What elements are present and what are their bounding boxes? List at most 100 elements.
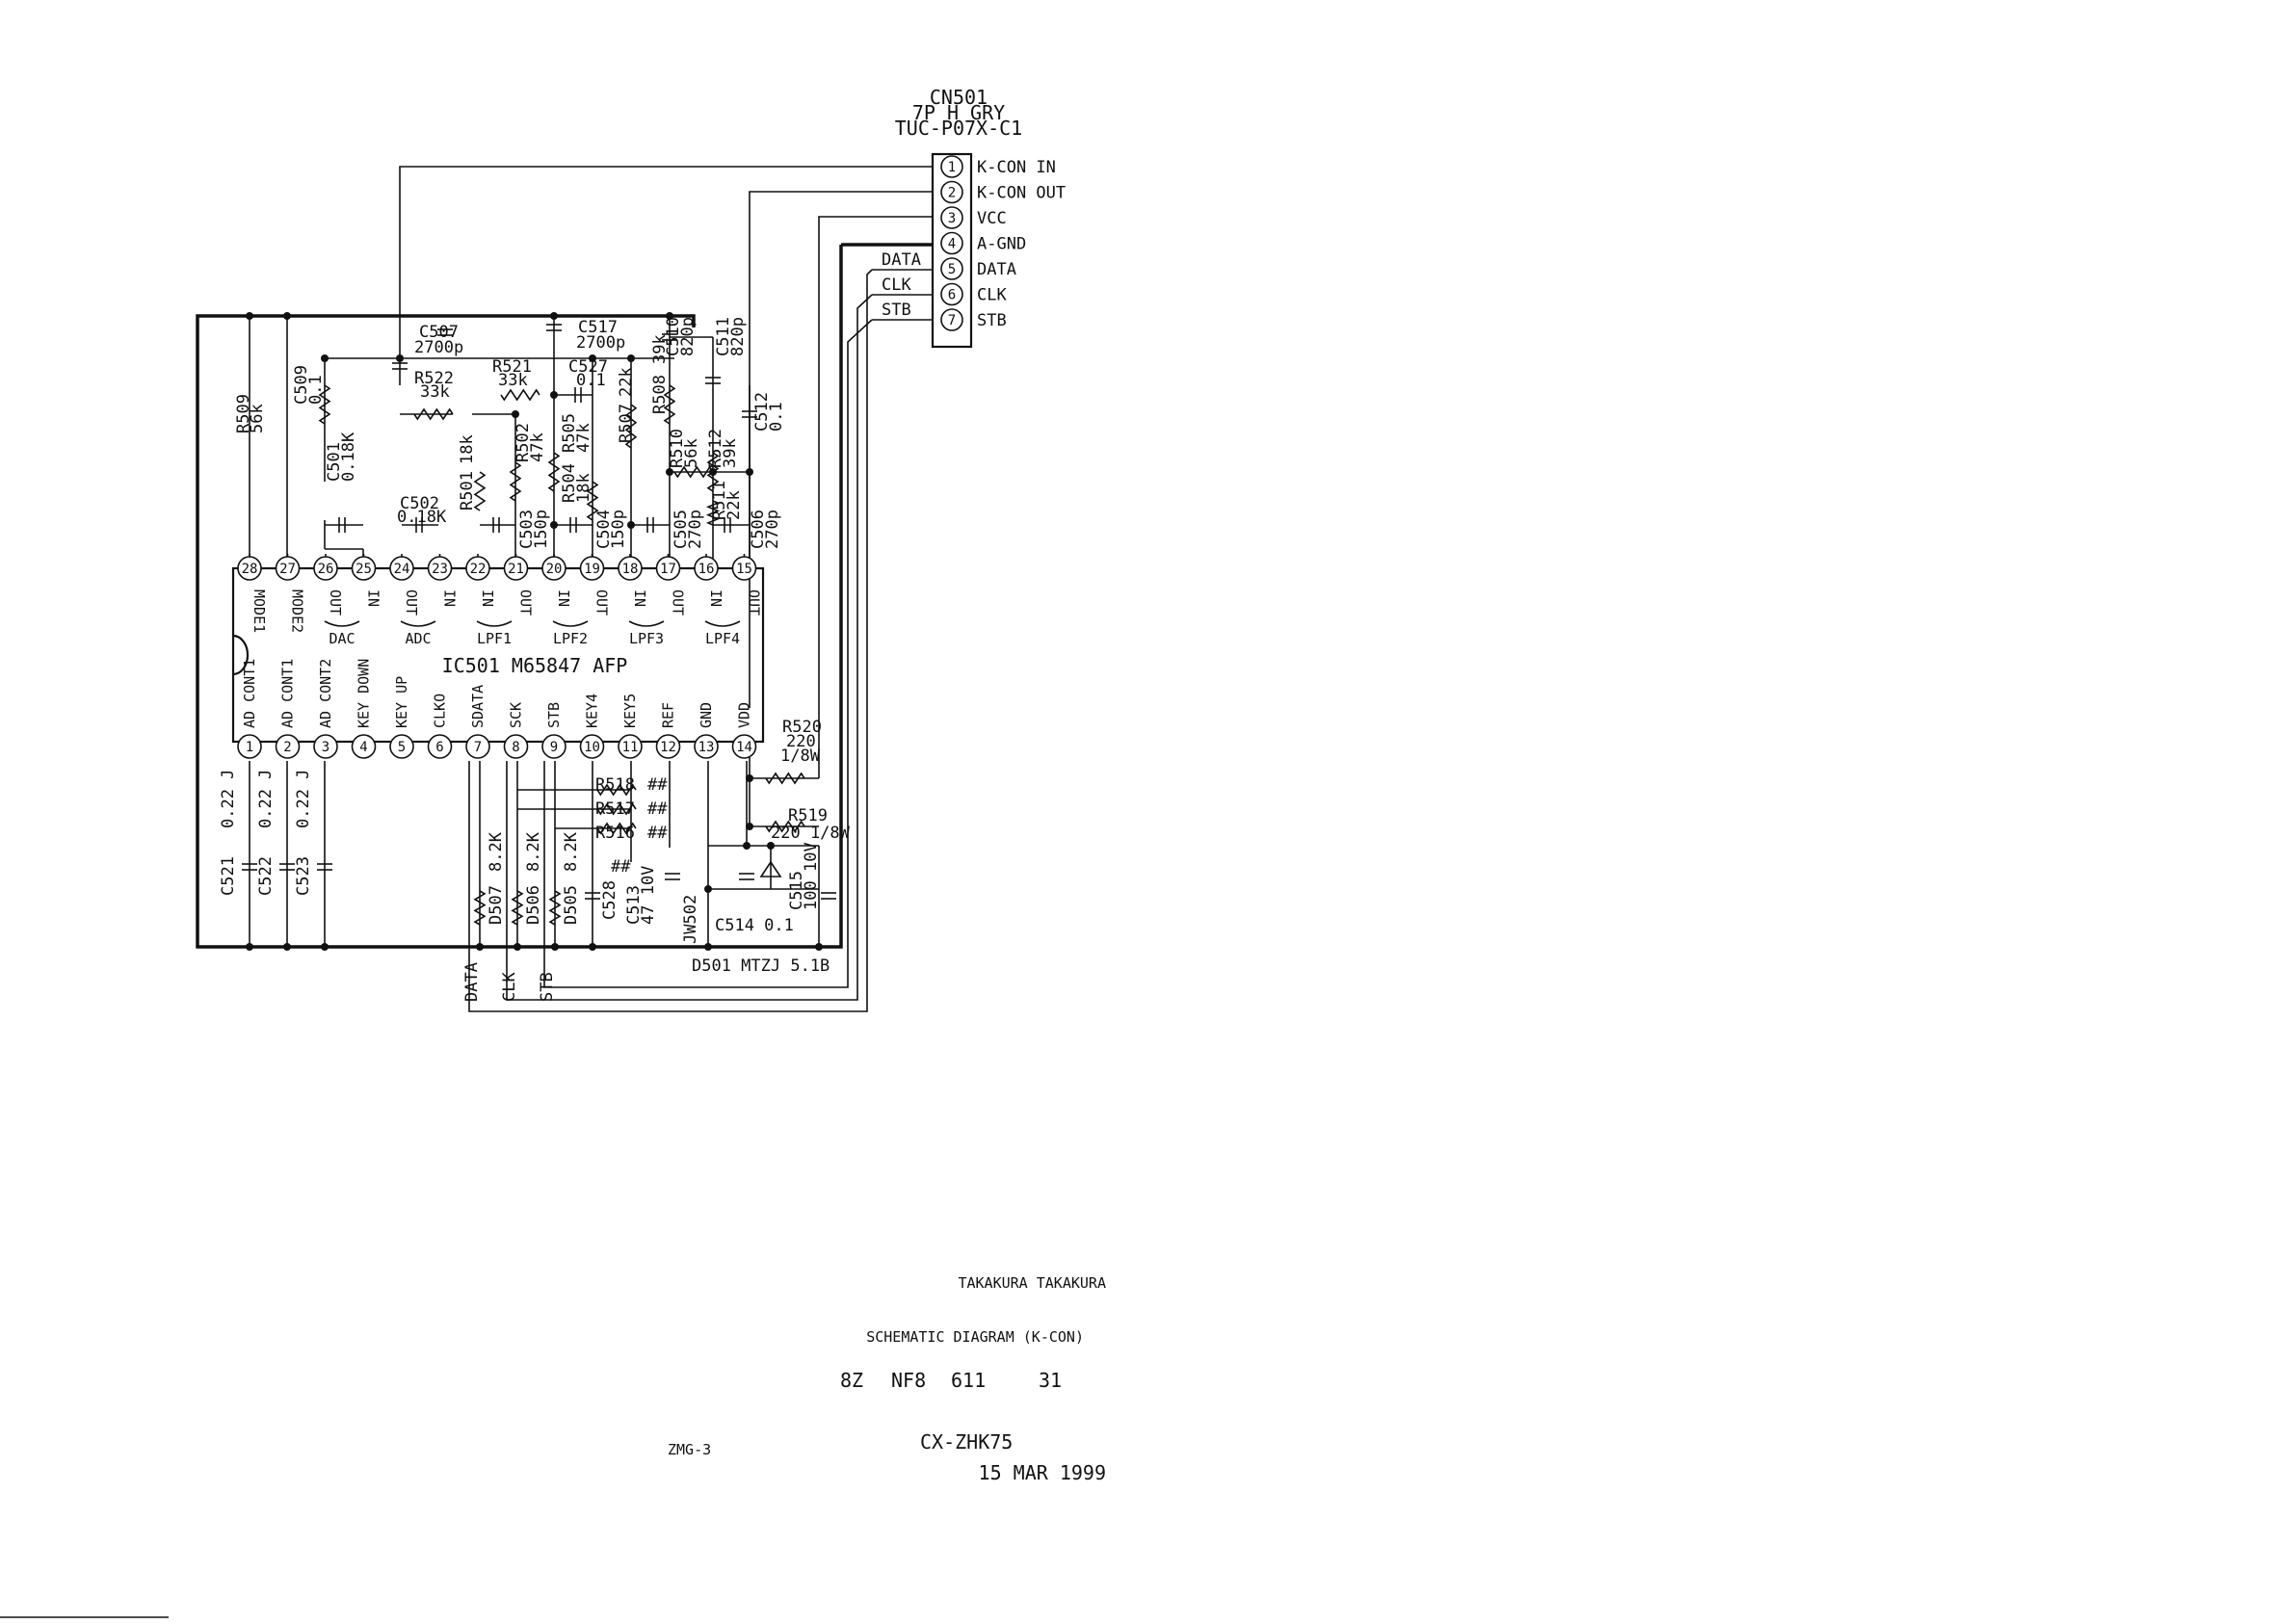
d506-val: 8.2K [524, 831, 543, 872]
ic-bottom-pin-number: 14 [736, 740, 752, 755]
c502-val: 0.18K [397, 508, 447, 527]
r519-val: 220 1/8W [771, 824, 851, 843]
component-labels: C507 2700p C517 2700p R521 33k C527 0.1 … [219, 317, 851, 1002]
ic-bottom-pin-function: AD CONT1 [279, 659, 297, 728]
ic-bottom-pin-function: SCK [508, 702, 525, 728]
r520-watt: 1/8W [780, 747, 821, 766]
c523-ref: C523 [294, 856, 313, 896]
ic-top-pin [541, 556, 566, 581]
ic-top-pin [237, 556, 262, 581]
ic-bottom-pin [275, 734, 301, 759]
junction-dot [246, 312, 253, 320]
resistor-symbol [511, 890, 524, 926]
connector-pin [940, 155, 963, 178]
resistor-symbol [473, 471, 487, 511]
ic-top-pin-function: OUT [403, 589, 420, 616]
ic-bottom-pin-function: KEY5 [621, 694, 639, 728]
c507-val: 2700p [414, 338, 463, 357]
junction-dot [666, 468, 673, 476]
c511-val: 820p [728, 317, 748, 356]
ic-top-pin-number: 17 [660, 562, 676, 577]
c512-ref: C512 [752, 392, 772, 432]
resistor-symbol [765, 820, 805, 833]
connector-pin [940, 231, 963, 255]
connector-pin-number: 1 [948, 160, 956, 175]
d506-ref: D506 [524, 885, 543, 925]
code-2: NF8 [891, 1369, 926, 1392]
resistor-symbol [596, 822, 637, 835]
ic-block-bracket [324, 620, 360, 627]
ic-top-pin-function: IN [631, 589, 648, 607]
ic-bottom-pin-number: 7 [474, 740, 482, 755]
ic-top-pin-number: 18 [622, 562, 639, 577]
junction-dot [321, 354, 329, 362]
ic-bottom-pin [351, 734, 377, 759]
connector-pin-signal: VCC [977, 209, 1007, 228]
ic-bottom-pin-number: 9 [550, 740, 558, 755]
r505-ref: R505 [560, 413, 579, 453]
code-3: 611 [951, 1369, 986, 1392]
r509-ref: R509 [234, 394, 253, 433]
r505-val: 47k [574, 423, 593, 453]
resistor-symbol [705, 500, 721, 526]
ic-top-pin [618, 556, 643, 581]
ic-bottom-pin-function: CLKO [432, 694, 449, 728]
ic-bottom-pin [503, 734, 529, 759]
resistor-symbol [765, 772, 805, 785]
resistor-symbol [624, 404, 638, 449]
c523-val: 0.22 J [294, 770, 313, 828]
ic-block-label: DAC [329, 630, 355, 647]
c528-ref: C528 [600, 880, 619, 920]
c514-ref: C514 0.1 [715, 916, 794, 935]
ic-top-pin [465, 556, 490, 581]
r507-val: 22k [617, 367, 636, 397]
c505-ref: C505 [672, 510, 691, 549]
ic-bottom-pin-function: REF [660, 702, 677, 728]
junction-dot [746, 468, 753, 476]
junction-dot [283, 312, 291, 320]
ic-bottom-pin [694, 734, 719, 759]
ic-top-pin [351, 556, 377, 581]
ic-bottom-pin-number: 4 [359, 740, 367, 755]
ic-block-label: LPF2 [553, 630, 588, 647]
c504-ref: C504 [594, 510, 614, 549]
ic-bottom-pin-number: 1 [246, 740, 253, 755]
ic-bottom-pin [655, 734, 681, 759]
model-number: CX-ZHK75 [920, 1430, 1013, 1454]
passive-symbols [242, 312, 836, 951]
r511-val: 22k [724, 490, 744, 520]
ic-top-pin-number: 19 [584, 562, 600, 577]
junction-dot [551, 943, 559, 951]
ic-block-bracket [552, 620, 589, 627]
ic-bottom-pin [618, 734, 643, 759]
r516-ref: R516 [595, 824, 635, 843]
ic-top-pin-number: 15 [736, 562, 752, 577]
resistor-symbol [596, 783, 637, 797]
r509-val: 56k [248, 404, 267, 433]
ic-top-pin-number: 22 [470, 562, 487, 577]
junction-dot [589, 943, 596, 951]
c513-val: 47 10V [639, 866, 658, 925]
connector-pin-signal: A-GND [977, 235, 1026, 254]
ic-bottom-pin-function: SDATA [469, 685, 487, 728]
junction-dot [512, 410, 519, 418]
resistor-symbol [509, 461, 522, 502]
ic-label: IC501 M65847 AFP [442, 654, 628, 677]
ic-top-pin [655, 556, 681, 581]
connector-pin-number: 4 [948, 237, 956, 252]
c501-val: 0.18K [339, 432, 358, 482]
code-4: 31 [1039, 1369, 1062, 1392]
bottom-tag-data: DATA [462, 962, 482, 1002]
drawn-by: TAKAKURA TAKAKURA [958, 1274, 1106, 1292]
title-block: TAKAKURA TAKAKURA SCHEMATIC DIAGRAM (K-C… [668, 1274, 1106, 1484]
c503-val: 150p [532, 510, 551, 549]
ic-top-pin [579, 556, 605, 581]
c515-ref: C515 [787, 871, 806, 910]
resistor-symbol [473, 890, 487, 926]
d507-ref: D507 [487, 885, 506, 925]
junction-dot [743, 842, 751, 850]
ic-bottom-pin-number: 6 [435, 740, 443, 755]
ic-bottom-pin [579, 734, 605, 759]
ic-bottom-pin [427, 734, 453, 759]
